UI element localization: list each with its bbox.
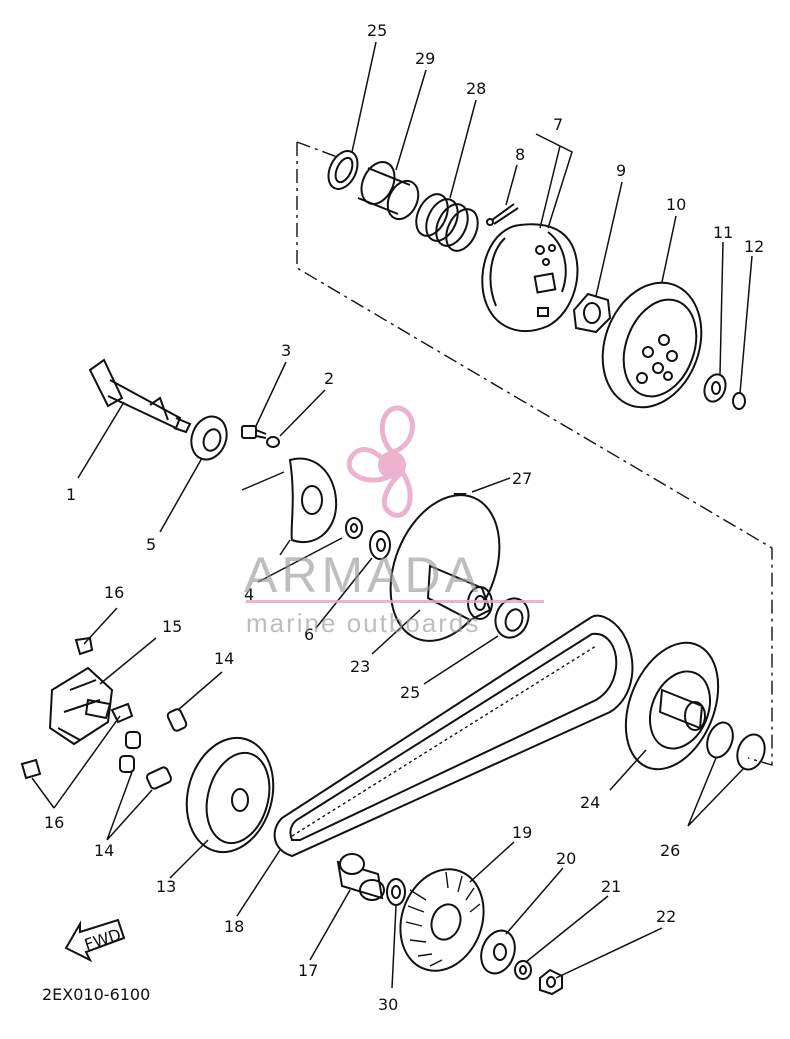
label-26: 26: [660, 841, 680, 860]
label-16-top: 16: [104, 583, 124, 602]
watermark-rule: [246, 600, 544, 603]
watermark-tagline: marine outboards: [246, 608, 480, 638]
washer-2: [266, 436, 280, 448]
label-4: 4: [244, 585, 254, 604]
label-1: 1: [66, 485, 76, 504]
label-19: 19: [512, 823, 532, 842]
label-15: 15: [162, 617, 182, 636]
watermark-brand: ARMADA: [244, 547, 482, 603]
label-25-top: 25: [367, 21, 387, 40]
leader-lines: [31, 41, 753, 989]
armada-watermark: ARMADA marine outboards: [244, 405, 544, 638]
label-21: 21: [601, 877, 621, 896]
label-13: 13: [156, 877, 176, 896]
clutch-carrier-7: [481, 223, 579, 332]
spring-28: [415, 193, 479, 252]
label-8: 8: [515, 145, 525, 164]
drawing-code: 2EX010-6100: [42, 985, 150, 1004]
label-12: 12: [744, 237, 764, 256]
label-27: 27: [512, 469, 532, 488]
label-3: 3: [281, 341, 291, 360]
nut-11: [703, 373, 727, 403]
label-14-top: 14: [214, 649, 234, 668]
clutch-housing-10: [601, 281, 703, 409]
bearing-5: [190, 415, 228, 461]
primary-sheave-13: [185, 736, 275, 854]
roller-14b: [125, 731, 141, 749]
sheave-23: [389, 494, 501, 642]
washer-4-small: [345, 517, 363, 539]
label-29: 29: [415, 49, 435, 68]
seal-25-middle: [494, 597, 530, 639]
nut-22: [539, 968, 563, 996]
cam-15: [48, 666, 114, 746]
clip-16-top: [74, 636, 94, 656]
label-5: 5: [146, 535, 156, 554]
ring-26b: [736, 733, 766, 771]
label-24: 24: [580, 793, 600, 812]
plate-4: [241, 457, 338, 556]
part-labels: 25 29 28 7 8 9 10 11 12 3 2 1 5 27 4 6 2…: [44, 21, 764, 1014]
sleeve-29: [357, 161, 420, 221]
label-25-middle: 25: [400, 683, 420, 702]
label-17: 17: [298, 961, 318, 980]
roller-14d: [145, 766, 173, 790]
washer-21: [514, 960, 532, 980]
propeller-logo-icon: [346, 405, 415, 518]
clip-16-mid: [110, 702, 134, 724]
assembly-boundary: [296, 141, 773, 766]
collar-6: [369, 530, 391, 560]
nut-9: [572, 292, 612, 334]
washer-30: [386, 878, 406, 906]
bolt-3: [241, 425, 267, 439]
roller-14a: [166, 708, 188, 732]
label-2: 2: [324, 369, 334, 388]
label-11: 11: [713, 223, 733, 242]
label-9: 9: [616, 161, 626, 180]
label-10: 10: [666, 195, 686, 214]
label-7: 7: [553, 115, 563, 134]
secondary-sheave-24: [624, 641, 720, 771]
label-18: 18: [224, 917, 244, 936]
label-16-bottom: 16: [44, 813, 64, 832]
label-22: 22: [656, 907, 676, 926]
label-28: 28: [466, 79, 486, 98]
shaft-1: [88, 358, 192, 434]
label-23: 23: [350, 657, 370, 676]
collar-17: [336, 853, 385, 901]
pin-8: [486, 203, 519, 226]
fwd-arrow-icon: FWD: [64, 918, 126, 963]
plate-20: [480, 929, 516, 975]
label-30: 30: [378, 995, 398, 1014]
label-6: 6: [304, 625, 314, 644]
belt-18: [273, 614, 634, 858]
roller-14c: [119, 755, 135, 773]
clip-16-bottom: [20, 758, 42, 780]
clip-12: [732, 392, 746, 410]
label-20: 20: [556, 849, 576, 868]
fan-19: [399, 868, 485, 972]
ring-26a: [706, 721, 734, 759]
label-14-bottom: 14: [94, 841, 114, 860]
